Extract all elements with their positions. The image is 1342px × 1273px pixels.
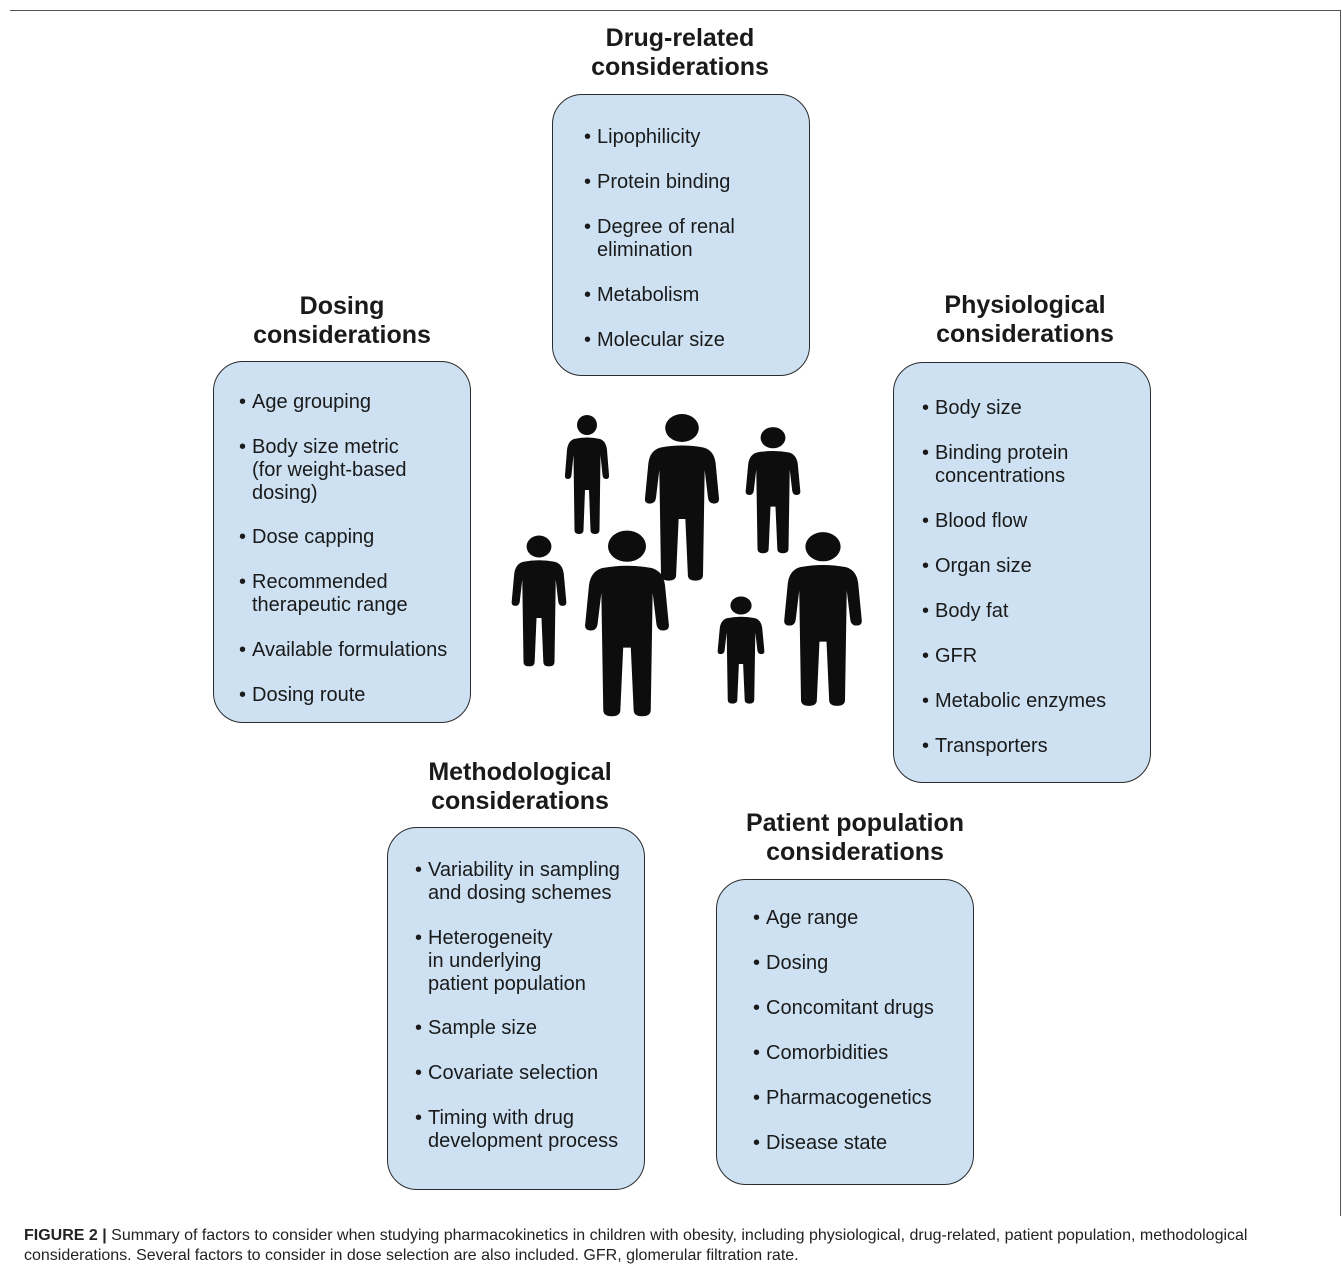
list-item: Transporters	[922, 735, 1048, 758]
child-silhouette-icon	[784, 532, 862, 706]
list-item: Body fat	[922, 600, 1008, 623]
list-item: Metabolic enzymes	[922, 690, 1106, 713]
figure-caption: FIGURE 2 | Summary of factors to conside…	[24, 1226, 1324, 1266]
list-item: Protein binding	[584, 171, 730, 194]
list-item: Sample size	[415, 1017, 537, 1040]
children-silhouettes-group	[511, 414, 862, 717]
list-item: Age range	[753, 907, 858, 930]
dosing-box: Age grouping Body size metric (for weigh…	[213, 361, 471, 723]
list-item: Dosing route	[239, 684, 365, 707]
list-item: Body size metric (for weight-based dosin…	[239, 436, 407, 505]
list-item: Lipophilicity	[584, 126, 700, 149]
figure-frame	[10, 10, 1341, 1216]
child-silhouette-icon	[644, 414, 720, 581]
child-silhouette-icon	[585, 530, 669, 717]
child-silhouette-icon	[745, 427, 801, 554]
list-item: Dose capping	[239, 526, 374, 549]
caption-label: FIGURE 2 |	[24, 1227, 107, 1244]
patient-title: Patient population considerations	[745, 809, 965, 866]
child-silhouette-icon	[511, 535, 567, 667]
caption-text: Summary of factors to consider when stud…	[24, 1227, 1248, 1264]
list-item: Variability in sampling and dosing schem…	[415, 859, 620, 905]
list-item: Timing with drug development process	[415, 1107, 618, 1153]
list-item: Recommended therapeutic range	[239, 571, 408, 617]
list-item: Metabolism	[584, 284, 699, 307]
list-item: Molecular size	[584, 329, 725, 352]
physio-title: Physiological considerations	[936, 291, 1114, 348]
drug-box: Lipophilicity Protein binding Degree of …	[552, 94, 810, 376]
list-item: GFR	[922, 645, 977, 668]
list-item: Organ size	[922, 555, 1032, 578]
list-item: Pharmacogenetics	[753, 1087, 932, 1110]
list-item: Available formulations	[239, 639, 447, 662]
child-silhouette-icon	[564, 415, 610, 534]
list-item: Heterogeneity in underlying patient popu…	[415, 927, 586, 996]
method-title: Methodological considerations	[428, 758, 612, 815]
list-item: Degree of renal elimination	[584, 216, 735, 262]
drug-title: Drug-related considerations	[591, 24, 769, 81]
list-item: Blood flow	[922, 510, 1027, 533]
method-box: Variability in sampling and dosing schem…	[387, 827, 645, 1190]
dosing-title: Dosing considerations	[253, 292, 431, 349]
list-item: Comorbidities	[753, 1042, 888, 1065]
list-item: Binding protein concentrations	[922, 442, 1068, 488]
list-item: Concomitant drugs	[753, 997, 934, 1020]
list-item: Body size	[922, 397, 1022, 420]
list-item: Covariate selection	[415, 1062, 598, 1085]
list-item: Age grouping	[239, 391, 371, 414]
list-item: Dosing	[753, 952, 828, 975]
patient-box: Age range Dosing Concomitant drugs Comor…	[716, 879, 974, 1185]
physio-box: Body size Binding protein concentrations…	[893, 362, 1151, 783]
list-item: Disease state	[753, 1132, 887, 1155]
child-silhouette-icon	[717, 596, 765, 704]
